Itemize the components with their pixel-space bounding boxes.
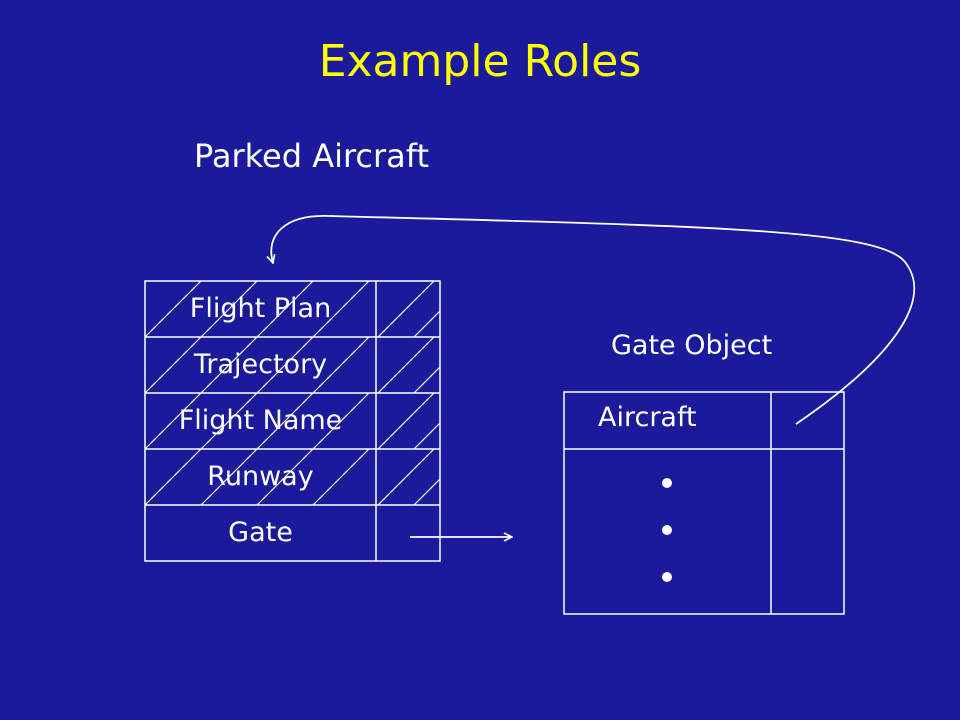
field-label-trajectory: Trajectory <box>193 349 328 380</box>
parked-aircraft-heading: Parked Aircraft <box>194 137 430 175</box>
parked-aircraft-table <box>144 280 441 562</box>
field-label-flight-name: Flight Name <box>178 405 343 436</box>
field-label-runway: Runway <box>207 461 314 492</box>
gate-object-heading: Gate Object <box>611 330 773 361</box>
continuation-dots <box>662 478 672 582</box>
slide-title: Example Roles <box>318 36 642 87</box>
field-label-gate: Gate <box>228 517 293 548</box>
gate-object-table <box>563 391 845 615</box>
field-label-flight-plan: Flight Plan <box>189 293 332 324</box>
gate-field-label-aircraft: Aircraft <box>598 402 697 433</box>
aircraft-back-reference-arrow <box>271 215 916 425</box>
label-cell-hatching <box>145 281 370 505</box>
filled-slot-hatching <box>377 281 440 505</box>
